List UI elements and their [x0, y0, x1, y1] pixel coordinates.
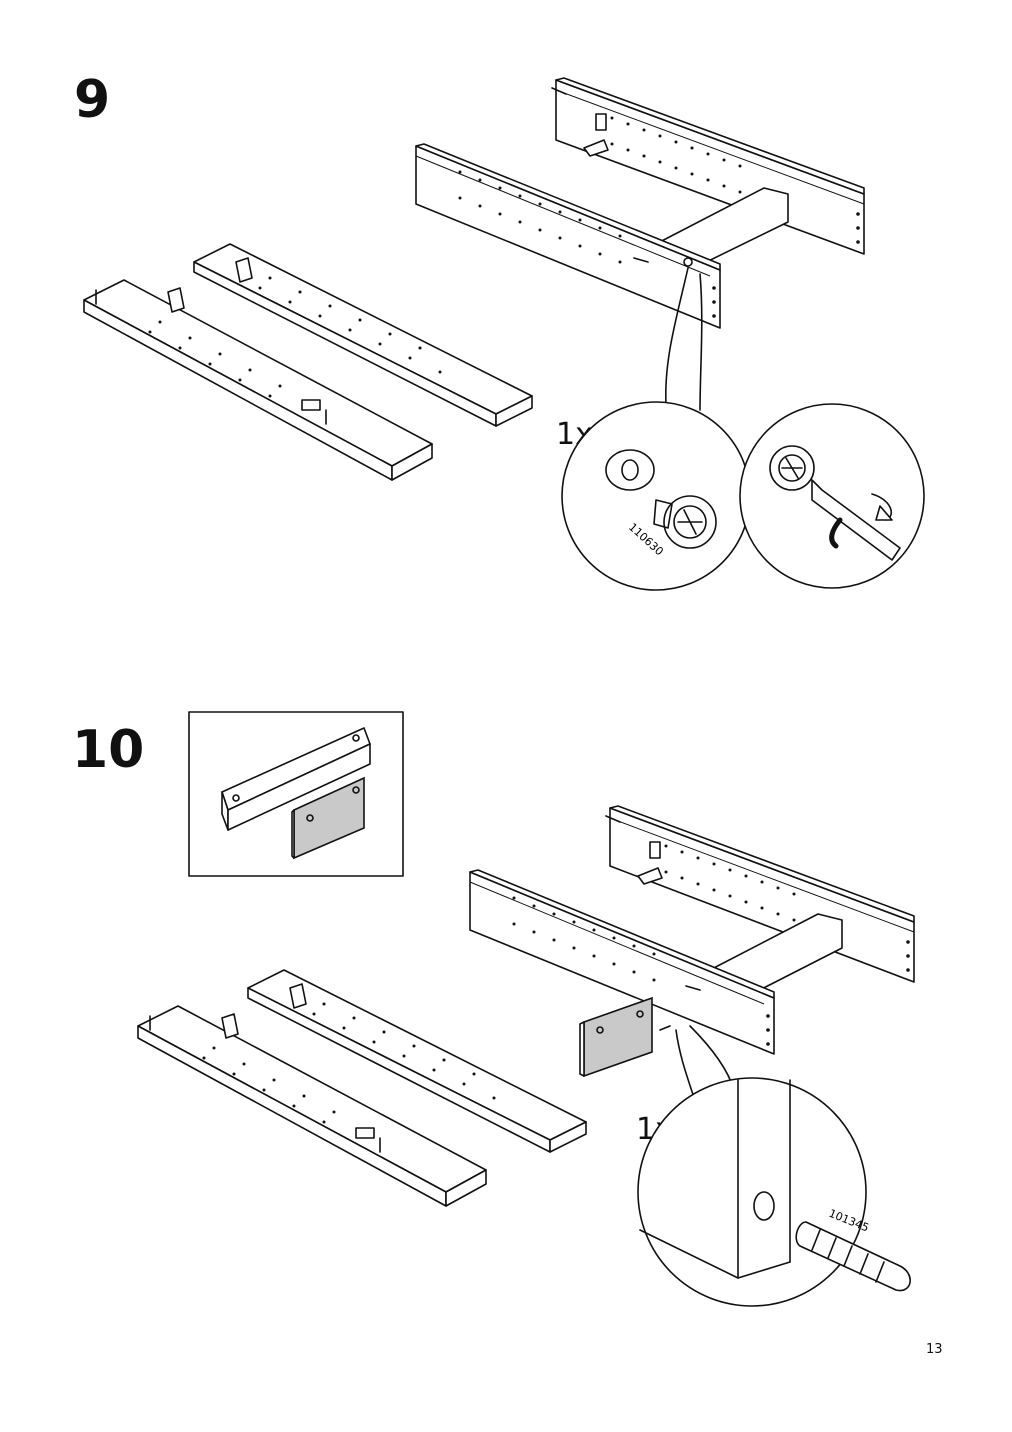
- back-rail-10: [605, 805, 915, 983]
- callout-10-tail: [675, 1025, 735, 1105]
- dowel-part-number: 101345: [827, 1207, 871, 1235]
- step-9-number: 9: [74, 70, 111, 130]
- end-block: [579, 996, 671, 1078]
- step-10-quantity: 1x: [636, 1112, 673, 1147]
- side-rail-inner-10: [247, 969, 587, 1153]
- detail-dowel: 101345: [637, 1077, 911, 1307]
- front-rail: [415, 143, 721, 329]
- cross-bar-10: [705, 913, 843, 999]
- front-rail-10: [469, 869, 775, 1055]
- detail-cam-lock: 110630: [561, 401, 751, 591]
- side-rail-outer-10: [137, 1005, 487, 1207]
- side-rail-outer: [83, 279, 433, 481]
- step-10-number: 10: [72, 720, 145, 780]
- rotate-arrow-icon: [875, 505, 893, 521]
- step-10-inset: [188, 711, 404, 877]
- detail-screwdriver: [739, 403, 925, 589]
- callout-9-tail: [664, 267, 703, 411]
- side-rail-inner: [193, 243, 533, 427]
- page-number: 13: [926, 1342, 943, 1357]
- step-9-illustration: 110630: [83, 77, 925, 591]
